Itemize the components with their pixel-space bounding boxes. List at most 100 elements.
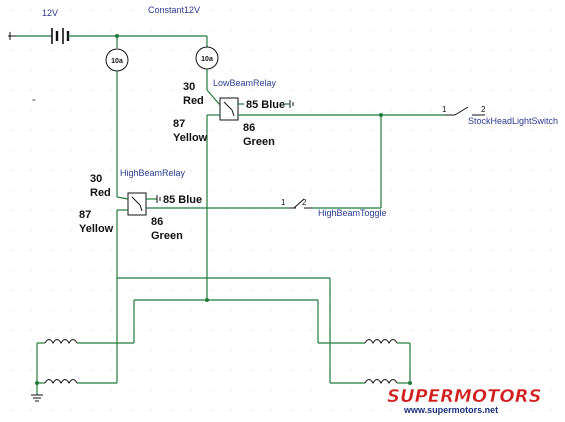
grid-dot xyxy=(410,50,411,51)
grid-dot xyxy=(70,130,71,131)
grid-dot xyxy=(470,70,471,71)
grid-dot xyxy=(430,350,431,351)
grid-dot xyxy=(150,410,151,411)
high-85-ground-icon xyxy=(146,195,161,203)
grid-dot xyxy=(230,230,231,231)
grid-dot xyxy=(10,250,11,251)
grid-dot xyxy=(450,230,451,231)
low-beam-relay-icon xyxy=(219,97,239,121)
grid-dot xyxy=(270,230,271,231)
grid-dot xyxy=(90,350,91,351)
grid-dot xyxy=(470,370,471,371)
grid-dot xyxy=(350,350,351,351)
grid-dot xyxy=(330,150,331,151)
grid-dot xyxy=(150,350,151,351)
grid-dot xyxy=(370,330,371,331)
grid-dot xyxy=(90,30,91,31)
grid-dot xyxy=(510,30,511,31)
grid-dot xyxy=(90,310,91,311)
grid-dot xyxy=(310,330,311,331)
grid-dot xyxy=(50,90,51,91)
grid-dot xyxy=(490,370,491,371)
grid-dot xyxy=(270,30,271,31)
grid-dot xyxy=(10,30,11,31)
grid-dot xyxy=(270,210,271,211)
grid-dot xyxy=(490,110,491,111)
grid-dot xyxy=(290,370,291,371)
grid-dot xyxy=(510,10,511,11)
grid-dot xyxy=(430,30,431,31)
grid-dot xyxy=(550,30,551,31)
grid-dot xyxy=(10,170,11,171)
grid-dot xyxy=(190,350,191,351)
grid-dot xyxy=(270,110,271,111)
grid-dot xyxy=(470,390,471,391)
grid-dot xyxy=(130,50,131,51)
junction-dot xyxy=(408,381,412,385)
grid-dot xyxy=(110,270,111,271)
grid-dot xyxy=(530,310,531,311)
grid-dot xyxy=(350,310,351,311)
grid-dot xyxy=(430,310,431,311)
grid-dot xyxy=(210,10,211,11)
grid-dot xyxy=(150,390,151,391)
grid-dot xyxy=(410,410,411,411)
grid-dot xyxy=(90,90,91,91)
left-high-filament-icon xyxy=(44,379,78,385)
grid-dot xyxy=(190,50,191,51)
grid-dot xyxy=(270,70,271,71)
grid-dot xyxy=(230,250,231,251)
grid-dot xyxy=(510,270,511,271)
grid-dot xyxy=(370,190,371,191)
toggle-pin2: 2 xyxy=(302,198,307,207)
grid-dot xyxy=(470,10,471,11)
grid-dot xyxy=(550,170,551,171)
grid-dot xyxy=(150,250,151,251)
grid-dot xyxy=(290,270,291,271)
grid-dot xyxy=(430,410,431,411)
grid-dot xyxy=(370,350,371,351)
grid-dot xyxy=(70,350,71,351)
grid-dot xyxy=(470,190,471,191)
grid-dot xyxy=(130,230,131,231)
grid-dot xyxy=(170,290,171,291)
grid-dot xyxy=(210,110,211,111)
grid-dot xyxy=(130,190,131,191)
grid-dot xyxy=(290,250,291,251)
grid-dot xyxy=(550,50,551,51)
grid-dot xyxy=(410,10,411,11)
grid-dot xyxy=(110,370,111,371)
grid-dot xyxy=(410,210,411,211)
high-p85: 85 Blue xyxy=(163,194,202,206)
grid-dot xyxy=(250,330,251,331)
grid-dot xyxy=(270,150,271,151)
grid-dot xyxy=(190,170,191,171)
high-p87-color: Yellow xyxy=(79,223,114,235)
grid-dot xyxy=(350,90,351,91)
grid-dot xyxy=(390,130,391,131)
high-p86: 86 xyxy=(151,216,163,228)
grid-dot xyxy=(30,230,31,231)
grid-dot xyxy=(10,50,11,51)
grid-dot xyxy=(110,110,111,111)
grid-dot xyxy=(270,170,271,171)
grid-dot xyxy=(270,350,271,351)
grid-dot xyxy=(350,270,351,271)
grid-dot xyxy=(550,310,551,311)
grid-dot xyxy=(290,410,291,411)
grid-dot xyxy=(130,290,131,291)
grid-dot xyxy=(310,370,311,371)
grid-dot xyxy=(270,90,271,91)
grid-dot xyxy=(30,50,31,51)
grid-dot xyxy=(410,150,411,151)
grid-dot xyxy=(350,250,351,251)
grid-dot xyxy=(530,130,531,131)
grid-dot xyxy=(130,350,131,351)
grid-dot xyxy=(90,50,91,51)
grid-dot xyxy=(530,70,531,71)
grid-dot xyxy=(470,290,471,291)
grid-dot xyxy=(230,410,231,411)
high-p86-color: Green xyxy=(151,230,183,242)
grid-dot xyxy=(350,70,351,71)
grid-dot xyxy=(490,270,491,271)
